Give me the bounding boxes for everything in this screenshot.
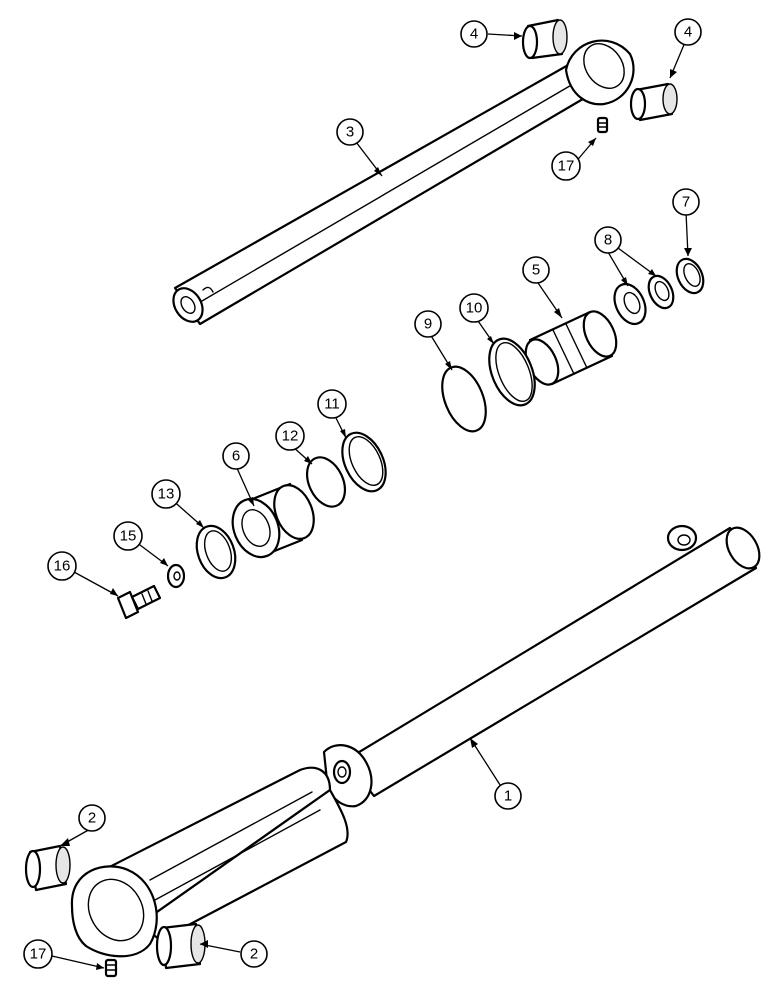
callout-label: 15 (120, 528, 137, 545)
o-ring-9 (441, 365, 487, 433)
callout-label: 13 (158, 486, 175, 503)
leader-lines (51, 32, 692, 970)
callout-label: 8 (604, 232, 612, 249)
piston (524, 310, 618, 386)
callout-label: 2 (250, 946, 258, 963)
piston-seal-inner (647, 274, 675, 310)
callout-label: 3 (346, 124, 354, 141)
callout-label: 2 (88, 810, 96, 827)
callout-label: 17 (558, 158, 575, 175)
callout-1: 1 (494, 782, 522, 810)
callout-label: 5 (532, 262, 540, 279)
callout-13: 13 (151, 479, 181, 509)
callout-2-lower: 2 (240, 940, 268, 968)
o-ring-10 (488, 337, 536, 407)
barrel-bushing-lower (155, 922, 206, 970)
callout-label: 10 (466, 300, 483, 317)
callout-2-upper: 2 (78, 804, 106, 832)
callout-7: 7 (672, 188, 700, 216)
callout-4-left: 4 (460, 20, 488, 48)
backup-ring-11 (341, 431, 387, 493)
o-ring-12 (305, 456, 347, 508)
callout-8: 8 (594, 226, 622, 254)
piston-seal-outer (613, 282, 647, 326)
callout-17-lower: 17 (23, 939, 53, 969)
callout-label: 16 (54, 558, 71, 575)
gland (231, 482, 315, 559)
callout-4-right: 4 (674, 18, 702, 46)
callout-label: 9 (424, 316, 432, 333)
callout-11: 11 (317, 389, 347, 419)
rod-bushing-right (629, 82, 678, 122)
callout-label: 17 (30, 946, 47, 963)
cylinder-barrel (70, 524, 761, 958)
bolt (116, 584, 162, 620)
callout-16: 16 (47, 551, 77, 581)
grease-fitting-lower (104, 958, 118, 978)
callout-5: 5 (522, 256, 550, 284)
callout-label: 11 (324, 396, 340, 413)
callout-12: 12 (275, 421, 305, 451)
callout-17-upper: 17 (551, 151, 581, 181)
piston-rod (172, 39, 635, 326)
callout-label: 7 (682, 194, 690, 211)
callout-10: 10 (459, 293, 489, 323)
callout-label: 1 (504, 788, 512, 805)
wear-ring (675, 257, 705, 295)
callout-3: 3 (336, 118, 364, 146)
callout-label: 6 (232, 448, 240, 465)
grease-fitting-upper (596, 116, 609, 134)
callout-label: 4 (684, 24, 692, 41)
washer (166, 563, 186, 589)
barrel-bushing-upper (24, 844, 71, 892)
rod-seal-13 (195, 524, 237, 580)
callout-label: 12 (282, 428, 299, 445)
rod-bushing-left (521, 18, 568, 60)
callout-label: 4 (470, 26, 478, 43)
callout-9: 9 (414, 310, 442, 338)
callout-6: 6 (222, 442, 250, 470)
callout-15: 15 (113, 521, 143, 551)
